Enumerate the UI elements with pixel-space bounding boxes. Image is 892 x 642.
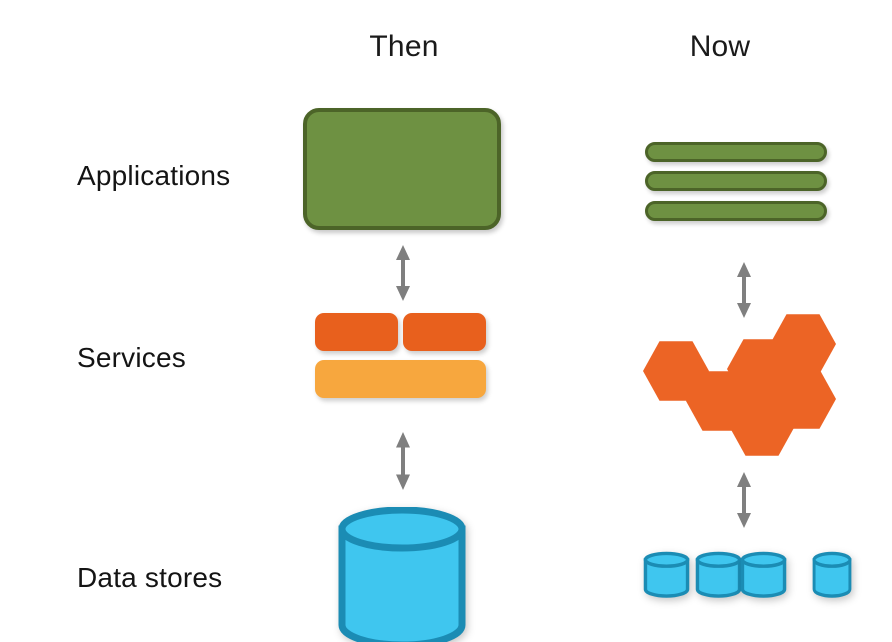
double-headed-arrow-icon xyxy=(733,262,755,318)
database-cylinder-small xyxy=(740,551,787,598)
double-headed-arrow-icon xyxy=(392,432,414,490)
monolithic-application-block xyxy=(303,108,501,230)
application-bar xyxy=(645,171,827,191)
double-headed-arrow-icon xyxy=(733,472,755,528)
row-label-services: Services xyxy=(77,342,186,373)
double-headed-arrow-icon xyxy=(392,245,414,301)
database-cylinder-small xyxy=(643,551,690,598)
service-block xyxy=(315,313,398,351)
row-label-data-stores: Data stores xyxy=(77,562,223,593)
row-label-applications: Applications xyxy=(77,160,231,191)
application-bar xyxy=(645,142,827,162)
database-cylinder-small xyxy=(812,551,852,598)
database-cylinder-small xyxy=(695,551,742,598)
service-hexagon xyxy=(729,396,795,456)
column-header-now: Now xyxy=(689,30,751,63)
service-hexagon xyxy=(770,314,836,374)
service-block xyxy=(403,313,486,351)
column-header-then: Then xyxy=(369,30,439,63)
database-cylinder xyxy=(338,507,466,642)
application-bar xyxy=(645,201,827,221)
service-block xyxy=(315,360,486,398)
